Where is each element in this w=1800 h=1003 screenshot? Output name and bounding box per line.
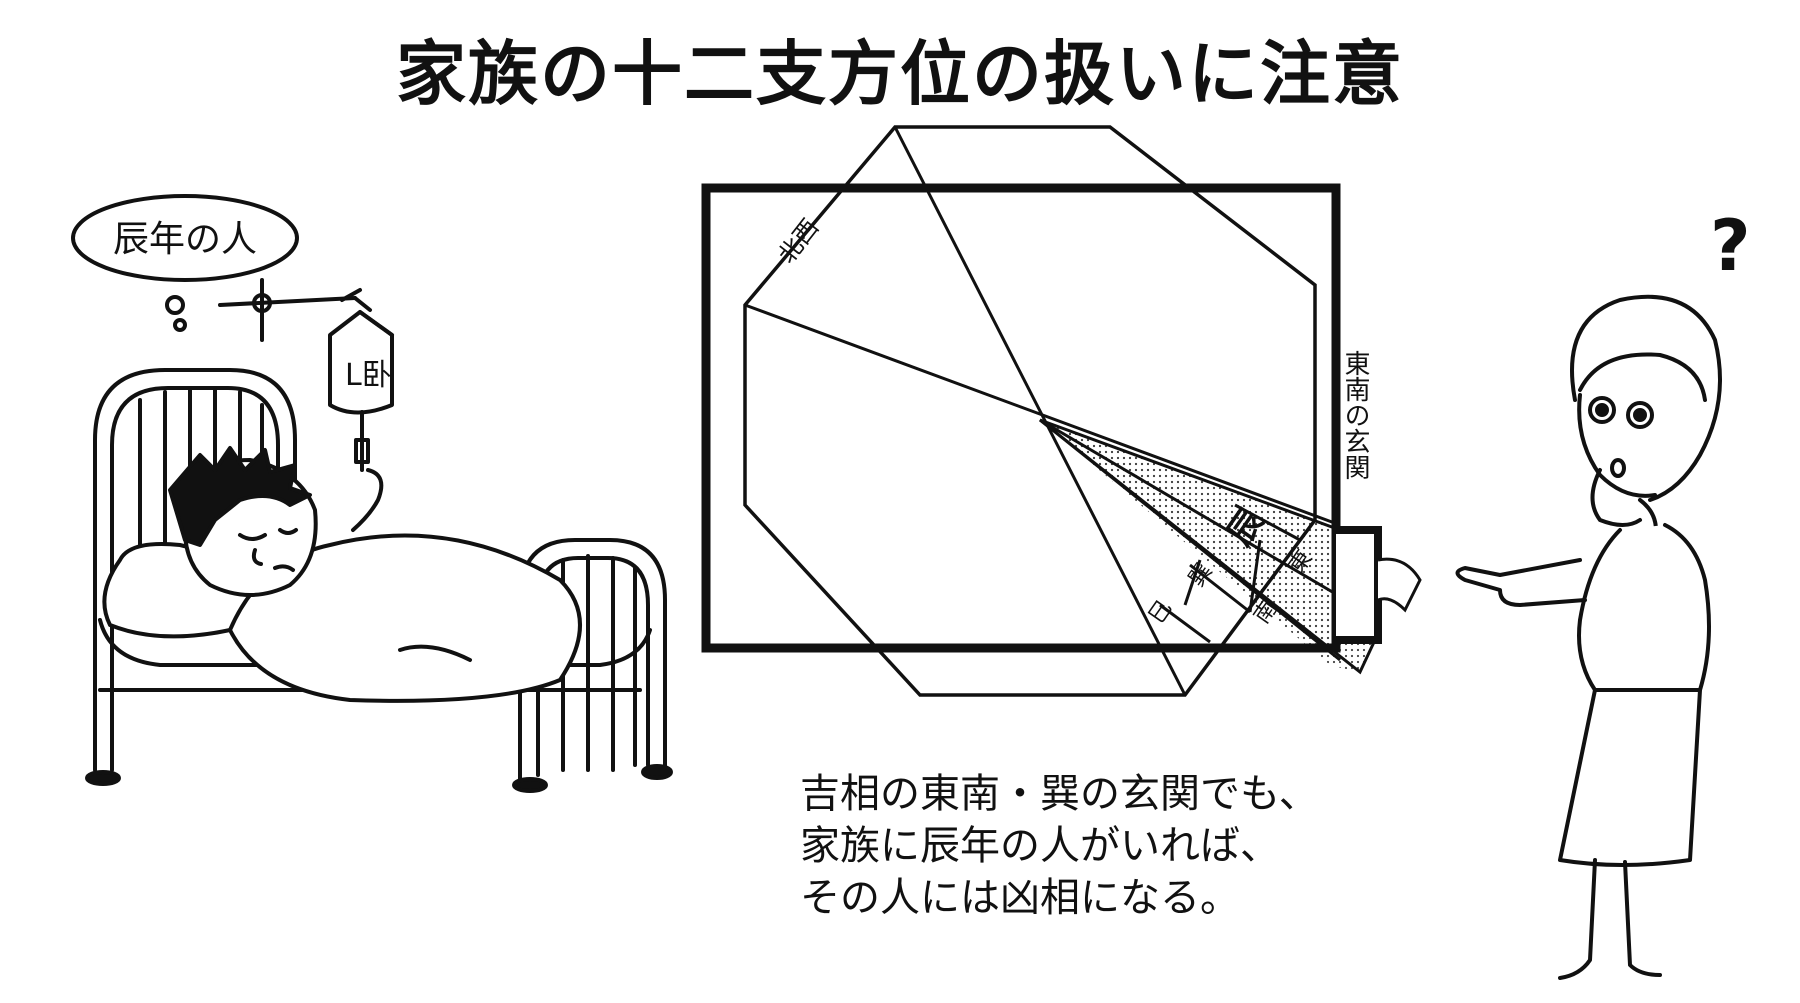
label-entrance: 東南の玄関 xyxy=(1340,350,1370,480)
direction-diagram: 北西 東南の玄関 辰 巽 巳 東 南 xyxy=(701,125,1422,697)
caption-line: その人には凶相になる。 xyxy=(800,875,1240,921)
iv-drip-stand: L卧 xyxy=(218,278,394,532)
caption-line: 家族に辰年の人がいれば、 xyxy=(800,823,1280,869)
entrance-door xyxy=(1336,526,1382,644)
iv-bag-label: L卧 xyxy=(345,358,392,393)
blanket xyxy=(228,533,582,703)
woman-pointing: ? xyxy=(1455,205,1751,980)
thought-bubble-text: 辰年の人 xyxy=(113,219,257,260)
patient-in-bed: 辰年の人 L卧 xyxy=(71,194,673,793)
question-mark: ? xyxy=(1710,205,1751,287)
page-title: 家族の十二支方位の扱いに注意 xyxy=(396,33,1404,115)
caption-line: 吉相の東南・巽の玄関でも、 xyxy=(800,771,1319,817)
thought-bubble xyxy=(71,194,299,282)
caption: 吉相の東南・巽の玄関でも、 家族に辰年の人がいれば、 その人には凶相になる。 xyxy=(800,768,1319,924)
svg-text:東南の玄関: 東南の玄関 xyxy=(1340,350,1370,480)
patient-head xyxy=(168,446,318,597)
direction-lines xyxy=(744,126,1381,696)
floor-plan xyxy=(701,183,1341,653)
